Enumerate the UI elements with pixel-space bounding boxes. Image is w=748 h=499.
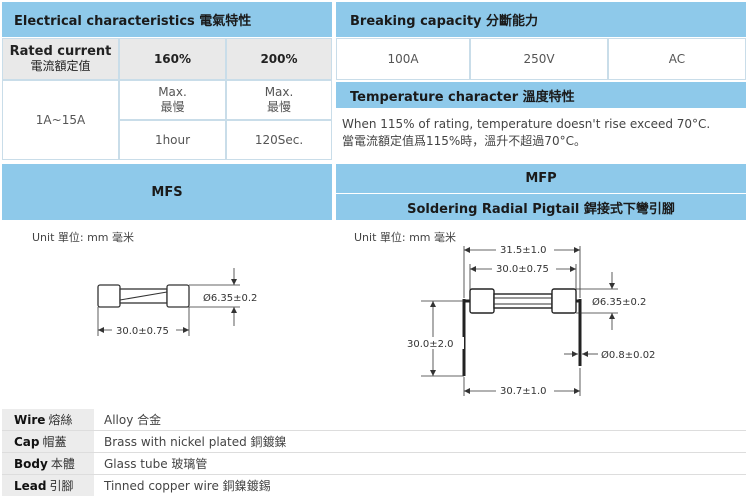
max-200: Max. 最慢 bbox=[226, 80, 332, 120]
breaking-current: 100A bbox=[336, 38, 470, 80]
temperature-text-zh: 當電流額定值爲115%時，溫升不超過70°C。 bbox=[342, 134, 586, 148]
max-160-line1: Max. bbox=[158, 85, 187, 99]
max-200-line2: 最慢 bbox=[266, 100, 291, 114]
material-key-zh: 熔絲 bbox=[48, 413, 73, 427]
material-value: Glass tube 玻璃管 bbox=[104, 457, 208, 471]
time-200: 120Sec. bbox=[226, 120, 332, 160]
mfp-lead-height-label: 30.0±2.0 bbox=[407, 339, 454, 350]
mfs-wire bbox=[119, 291, 168, 301]
mfp-body-label: 30.0±0.75 bbox=[496, 264, 549, 275]
mfp-diameter-label: Ø6.35±0.2 bbox=[592, 296, 646, 308]
material-key-en: Body bbox=[14, 456, 48, 471]
mfs-cap-left bbox=[97, 284, 121, 308]
mfs-diameter-label: Ø6.35±0.2 bbox=[203, 292, 257, 304]
col-200-header: 200% bbox=[226, 38, 332, 80]
mfp-lead-diameter-label: Ø0.8±0.02 bbox=[601, 349, 655, 361]
mfp-drawing: 31.5±1.0 30.0±0.75 Ø6.35±0.2 30.0±2.0 Ø0… bbox=[404, 243, 655, 397]
current-range: 1A~15A bbox=[2, 80, 119, 160]
mfp-glass-body bbox=[493, 293, 553, 309]
mfp-cap-left bbox=[469, 288, 495, 314]
mfp-cap-right bbox=[551, 288, 577, 314]
temperature-title: Temperature character 溫度特性 bbox=[350, 89, 575, 105]
time-160: 1hour bbox=[119, 120, 226, 160]
mfp-subheader: Soldering Radial Pigtail 銲接式下彎引腳 bbox=[336, 194, 746, 220]
breaking-header: Breaking capacity 分斷能力 bbox=[336, 2, 746, 37]
material-key-zh: 本體 bbox=[50, 457, 75, 471]
mfp-header: MFP bbox=[336, 164, 746, 193]
rated-current-en: Rated current bbox=[9, 44, 112, 59]
mfp-unit: Unit 單位: mm 毫米 bbox=[354, 231, 457, 244]
electrical-title: Electrical characteristics 電氣特性 bbox=[14, 14, 252, 29]
material-value: Brass with nickel plated 銅鍍鎳 bbox=[104, 435, 287, 449]
mfp-overall-label: 31.5±1.0 bbox=[500, 245, 547, 256]
breaking-type: AC bbox=[608, 38, 746, 80]
rated-current-zh: 電流額定值 bbox=[30, 59, 91, 73]
material-key-zh: 引腳 bbox=[49, 479, 74, 493]
max-200-line1: Max. bbox=[264, 85, 294, 99]
temperature-body: When 115% of rating, temperature doesn't… bbox=[336, 108, 746, 160]
breaking-voltage: 250V bbox=[470, 38, 608, 80]
temperature-header: Temperature character 溫度特性 bbox=[336, 82, 746, 108]
material-value: Alloy 合金 bbox=[104, 413, 162, 427]
mfs-length-label: 30.0±0.75 bbox=[116, 326, 169, 337]
mfs-cap-right bbox=[166, 284, 190, 308]
temperature-text-en: When 115% of rating, temperature doesn't… bbox=[342, 117, 711, 131]
material-key-en: Cap bbox=[14, 434, 40, 449]
mfp-lead-spacing-label: 30.7±1.0 bbox=[500, 386, 547, 397]
mfs-title: MFS bbox=[151, 184, 183, 200]
material-value: Tinned copper wire 銅鎳鍍錫 bbox=[104, 479, 271, 493]
rated-current-label: Rated current 電流額定值 bbox=[2, 38, 119, 80]
mfp-title: MFP bbox=[525, 171, 557, 186]
material-key-zh: 帽蓋 bbox=[42, 435, 67, 449]
material-key-en: Lead bbox=[14, 478, 47, 493]
mfp-subtitle: Soldering Radial Pigtail 銲接式下彎引腳 bbox=[407, 201, 675, 217]
material-key-en: Wire bbox=[14, 412, 46, 427]
mfs-unit: Unit 單位: mm 毫米 bbox=[32, 231, 135, 244]
max-160: Max. 最慢 bbox=[119, 80, 226, 120]
breaking-title: Breaking capacity 分斷能力 bbox=[350, 14, 539, 29]
electrical-header: Electrical characteristics 電氣特性 bbox=[2, 2, 332, 37]
mfs-header: MFS bbox=[2, 164, 332, 220]
max-160-line2: 最慢 bbox=[160, 100, 185, 114]
mfs-drawing: Ø6.35±0.2 30.0±0.75 bbox=[97, 268, 257, 337]
col-160-header: 160% bbox=[119, 38, 226, 80]
